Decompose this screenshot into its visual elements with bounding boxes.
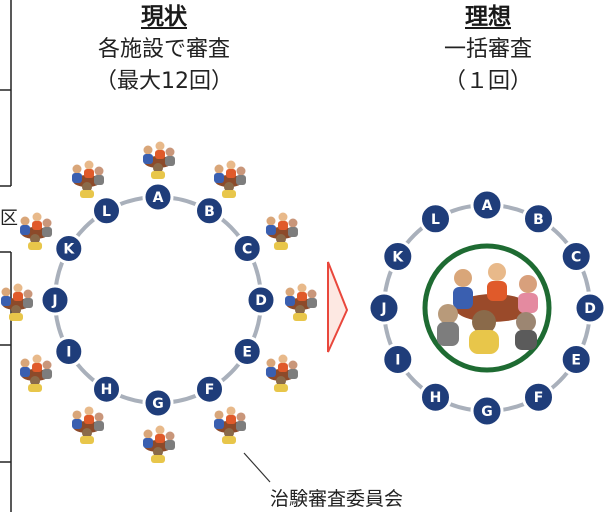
site-node-e: E <box>231 336 263 367</box>
site-node-g: G <box>470 394 504 428</box>
site-node-label: B <box>533 212 544 228</box>
site-node-i: I <box>381 343 415 376</box>
site-node-label: H <box>101 382 113 398</box>
site-node-g: G <box>142 387 174 419</box>
transition-arrow-icon <box>327 261 349 353</box>
site-node-label: J <box>380 301 386 317</box>
site-node-label: G <box>481 404 493 420</box>
site-node-f: F <box>194 373 225 405</box>
committee-pictogram-icon <box>285 283 317 321</box>
current-line1: 各施設で審査 <box>97 37 230 62</box>
site-node-label: B <box>204 204 215 220</box>
site-node-label: C <box>571 250 581 266</box>
committee-pictogram-icon <box>20 354 53 392</box>
central-committee-icon <box>422 243 552 373</box>
site-node-label: H <box>430 390 442 406</box>
committee-pictogram-icon <box>72 406 104 444</box>
site-node-a: A <box>470 188 504 222</box>
committee-icons <box>1 141 317 463</box>
site-node-label: D <box>255 293 267 309</box>
committee-pictogram-icon <box>143 141 175 179</box>
site-node-l: L <box>419 202 452 236</box>
ideal-line2: （１回） <box>443 69 532 94</box>
site-node-label: L <box>431 212 440 228</box>
site-node-l: L <box>91 195 122 227</box>
committee-pictogram-icon <box>214 160 246 199</box>
site-node-i: I <box>53 336 85 367</box>
site-node-j: J <box>39 284 71 316</box>
site-node-b: B <box>194 195 225 227</box>
ideal-heading: 理想 <box>465 4 511 30</box>
ideal-line1: 一括審査 <box>443 37 532 62</box>
left-ring <box>53 195 263 405</box>
committee-pictogram-icon <box>72 160 104 199</box>
site-node-d: D <box>573 291 607 325</box>
site-node-label: I <box>66 345 71 361</box>
site-node-k: K <box>53 233 85 264</box>
site-node-label: A <box>153 190 164 206</box>
committee-pictogram-icon <box>1 283 33 321</box>
site-node-h: H <box>419 380 452 414</box>
site-node-label: K <box>392 250 404 266</box>
site-node-label: K <box>63 242 75 258</box>
committee-pictogram-icon <box>214 406 246 444</box>
site-node-label: L <box>102 204 111 220</box>
site-node-label: D <box>584 301 596 317</box>
committee-pictogram-icon <box>265 212 298 250</box>
site-node-f: F <box>522 380 555 414</box>
site-node-c: C <box>231 233 263 264</box>
site-node-label: I <box>395 353 400 369</box>
site-node-label: F <box>534 390 544 406</box>
site-node-label: C <box>242 242 252 258</box>
site-node-label: A <box>482 198 493 214</box>
irb-caption: 治験審査委員会 <box>270 488 404 510</box>
site-node-label: E <box>242 345 252 361</box>
committee-pictogram-icon <box>20 212 53 250</box>
site-node-c: C <box>559 240 593 273</box>
site-node-h: H <box>91 373 122 405</box>
committee-pictogram-icon <box>143 425 175 463</box>
right-site-nodes: A B C D E F G H I J K L <box>367 188 607 428</box>
current-heading: 現状 <box>141 4 187 30</box>
site-node-k: K <box>381 240 415 273</box>
site-node-label: F <box>205 382 215 398</box>
committee-pictogram-icon <box>265 354 298 392</box>
site-node-label: E <box>571 353 581 369</box>
site-node-a: A <box>142 181 174 213</box>
site-node-j: J <box>367 291 401 325</box>
site-node-b: B <box>522 202 555 236</box>
site-node-d: D <box>245 284 277 316</box>
site-node-e: E <box>559 343 593 376</box>
current-line2: （最大12回） <box>95 69 233 94</box>
site-node-label: G <box>152 396 164 412</box>
left-site-nodes: A B C D E F G H I J K L <box>39 181 277 419</box>
edge-fragment-text: 区 <box>0 208 18 229</box>
caption-pointer-line <box>243 452 271 483</box>
site-node-label: J <box>51 293 57 309</box>
left-edge-frames <box>0 0 12 512</box>
